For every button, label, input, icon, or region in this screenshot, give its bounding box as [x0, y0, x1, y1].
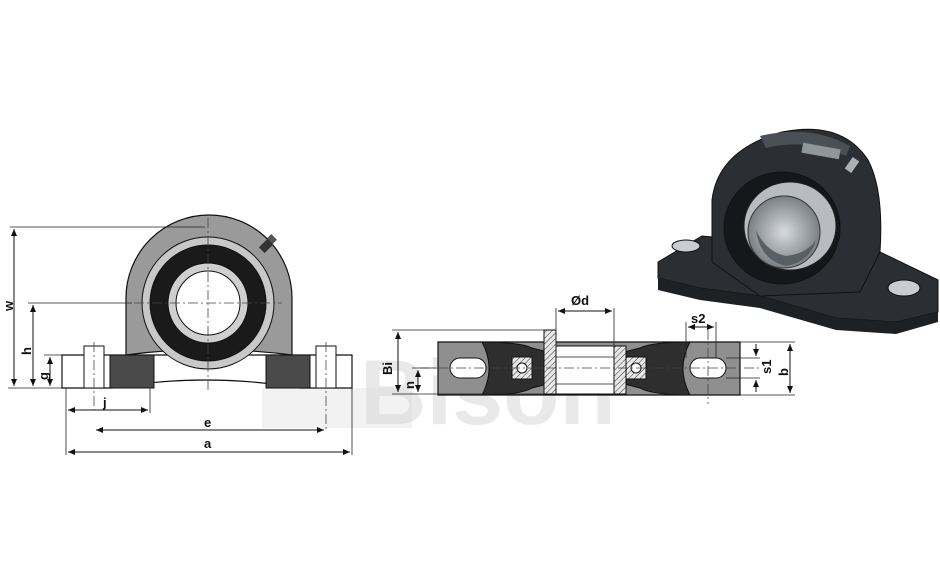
- label-g: g: [36, 372, 51, 380]
- flange-right-dark: [265, 354, 311, 389]
- label-bi: Bi: [380, 362, 395, 375]
- grease-nipple-icon: [258, 234, 277, 254]
- render-bore-depth: [756, 230, 816, 266]
- render-grease-nipple-icon: [844, 156, 860, 174]
- bore-section: [555, 345, 615, 395]
- render-slot-left: [671, 239, 701, 253]
- inner-ring-section-right: [613, 345, 627, 395]
- label-a: a: [204, 436, 212, 451]
- label-j: j: [102, 395, 107, 410]
- inner-ring-section-left: [543, 329, 557, 395]
- render-slot-right: [887, 279, 921, 297]
- label-w: w: [1, 300, 16, 312]
- label-b: b: [776, 368, 791, 376]
- slot-left: [449, 357, 487, 379]
- label-e: e: [204, 415, 211, 430]
- housing-top-right: [623, 341, 691, 396]
- label-n: n: [402, 381, 417, 389]
- flange-left-dark: [109, 354, 155, 389]
- section-view: Ød Bi n s2 s1 b: [380, 293, 795, 404]
- bearing-rendering: [657, 128, 939, 334]
- render-base-face: [658, 278, 938, 334]
- label-s2: s2: [691, 311, 705, 326]
- label-s1: s1: [759, 360, 774, 374]
- label-h: h: [19, 347, 34, 355]
- watermark-frame: [262, 388, 412, 428]
- render-label-plate: [801, 142, 841, 160]
- label-d: Ød: [571, 293, 589, 308]
- front-view: w h g j e a: [1, 214, 353, 455]
